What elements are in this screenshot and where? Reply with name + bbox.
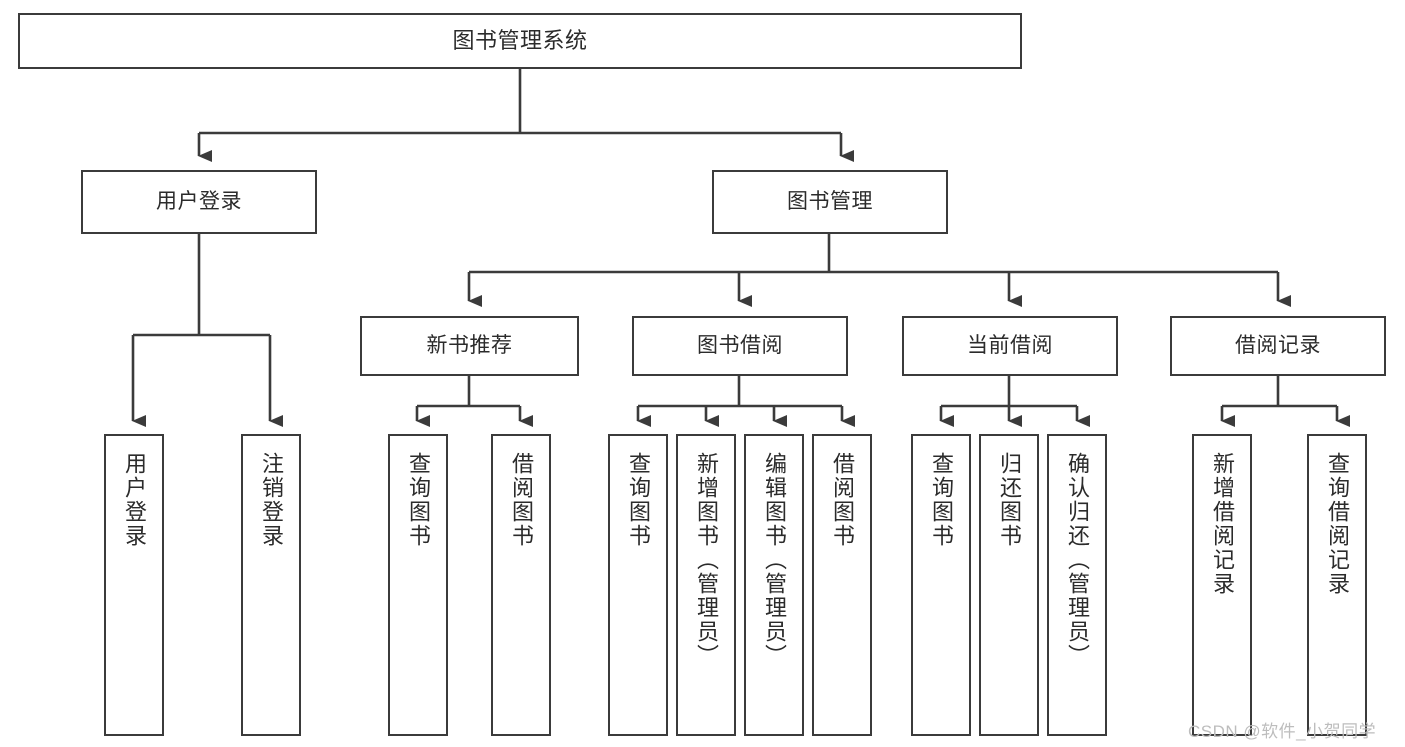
node-label: 图书管理系统 (452, 28, 588, 54)
leaf-edit-book-admin[interactable]: 编辑图书（管理员） (744, 434, 804, 736)
node-book-management[interactable]: 图书管理 (712, 170, 948, 234)
leaf-query-book-borrow[interactable]: 查询图书 (608, 434, 668, 736)
node-label: 确认归还（管理员） (1065, 452, 1090, 668)
leaf-query-borrow-record[interactable]: 查询借阅记录 (1307, 434, 1367, 736)
node-label: 用户登录 (122, 452, 147, 548)
node-book-borrow[interactable]: 图书借阅 (632, 316, 848, 376)
leaf-add-book-admin[interactable]: 新增图书（管理员） (676, 434, 736, 736)
node-label: 新书推荐 (426, 333, 513, 357)
node-label: 查询图书 (929, 452, 954, 548)
node-label: 图书借阅 (697, 333, 783, 357)
leaf-borrow-book[interactable]: 借阅图书 (812, 434, 872, 736)
node-current-borrow[interactable]: 当前借阅 (902, 316, 1118, 376)
node-label: 借阅图书 (830, 452, 855, 548)
leaf-add-borrow-record[interactable]: 新增借阅记录 (1192, 434, 1252, 736)
node-label: 查询图书 (406, 452, 431, 548)
node-new-book-recommend[interactable]: 新书推荐 (360, 316, 579, 376)
node-root-system[interactable]: 图书管理系统 (18, 13, 1022, 69)
node-label: 编辑图书（管理员） (762, 452, 787, 668)
leaf-user-login[interactable]: 用户登录 (104, 434, 164, 736)
node-label: 用户登录 (156, 189, 242, 213)
node-label: 新增借阅记录 (1210, 452, 1235, 596)
node-label: 图书管理 (787, 189, 873, 213)
node-label: 当前借阅 (967, 333, 1053, 357)
node-borrow-record[interactable]: 借阅记录 (1170, 316, 1386, 376)
node-label: 借阅记录 (1235, 333, 1321, 357)
node-user-login[interactable]: 用户登录 (81, 170, 317, 234)
node-label: 归还图书 (997, 452, 1022, 548)
node-label: 查询借阅记录 (1325, 452, 1350, 596)
leaf-confirm-return-admin[interactable]: 确认归还（管理员） (1047, 434, 1107, 736)
csdn-watermark: CSDN @软件_小贺同学 (1188, 722, 1377, 741)
node-label: 新增图书（管理员） (694, 452, 719, 668)
leaf-borrow-book-recommend[interactable]: 借阅图书 (491, 434, 551, 736)
node-label: 借阅图书 (509, 452, 534, 548)
leaf-return-book[interactable]: 归还图书 (979, 434, 1039, 736)
node-label: 注销登录 (259, 452, 284, 548)
leaf-query-book-current[interactable]: 查询图书 (911, 434, 971, 736)
leaf-user-logout[interactable]: 注销登录 (241, 434, 301, 736)
leaf-query-book-recommend[interactable]: 查询图书 (388, 434, 448, 736)
node-label: 查询图书 (626, 452, 651, 548)
